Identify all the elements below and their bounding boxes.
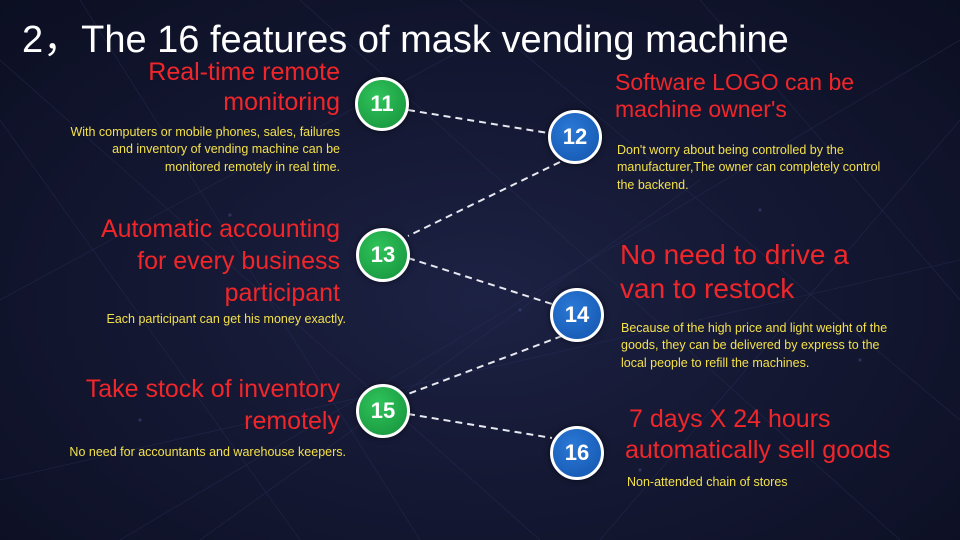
feature-12-badge: 12 (548, 110, 602, 164)
feature-15-description: No need for accountants and warehouse ke… (69, 444, 346, 461)
feature-14-heading-line: No need to drive a (620, 239, 849, 270)
feature-14-description-line: Because of the high price and light weig… (621, 321, 888, 335)
feature-16-description: Non-attended chain of stores (627, 474, 788, 491)
feature-14-heading-line: van to restock (620, 272, 795, 304)
feature-15-badge: 15 (356, 384, 410, 438)
feature-14-heading: No need to drive a van to restock (620, 238, 849, 305)
feature-11-badge: 11 (355, 77, 409, 131)
feature-15-description-line: No need for accountants and warehouse ke… (69, 445, 346, 459)
feature-13-heading-line: for every business (137, 246, 340, 275)
feature-12-heading-line: Software LOGO can be (615, 69, 855, 95)
feature-13-description: Each participant can get his money exact… (107, 311, 346, 328)
feature-14-description-line: goods, they can be delivered by express … (621, 338, 880, 353)
feature-12-heading-line: machine owner's (615, 96, 787, 123)
feature-14-description-line: local people to refill the machines. (621, 355, 810, 370)
feature-13-heading-line: Automatic accounting (100, 215, 340, 243)
feature-11-description-line: monitored remotely in real time. (164, 159, 340, 174)
feature-13-heading-line: participant (224, 278, 340, 307)
feature-12-heading: Software LOGO can be machine owner's (615, 69, 854, 123)
feature-16-badge: 16 (550, 426, 604, 480)
feature-13-description-line: Each participant can get his money exact… (106, 312, 346, 326)
feature-12-description: Don't worry about being controlled by th… (617, 142, 880, 194)
feature-15-heading-line: remotely (244, 406, 340, 435)
feature-13-heading: Automatic accounting for every business … (101, 214, 340, 309)
feature-11-heading: Real-time remote monitoring (148, 58, 340, 117)
feature-14-badge: 14 (550, 288, 604, 342)
feature-12-description-line: manufacturer,The owner can completely co… (617, 160, 881, 175)
feature-11-heading-line: monitoring (223, 87, 340, 116)
feature-11-description-line: With computers or mobile phones, sales, … (70, 125, 340, 139)
feature-11-description: With computers or mobile phones, sales, … (70, 124, 340, 176)
feature-15-heading: Take stock of inventory remotely (86, 374, 340, 438)
feature-12-description-line: Don't worry about being controlled by th… (617, 143, 844, 157)
feature-16-heading-line: 7 days X 24 hours (629, 405, 831, 433)
feature-12-description-line: the backend. (617, 177, 689, 192)
page-title: 2，The 16 features of mask vending machin… (22, 19, 789, 61)
feature-13-badge: 13 (356, 228, 410, 282)
feature-11-heading-line: Real-time remote (148, 58, 340, 86)
feature-16-description-line: Non-attended chain of stores (627, 475, 788, 489)
feature-15-heading-line: Take stock of inventory (85, 375, 340, 403)
feature-14-description: Because of the high price and light weig… (621, 320, 887, 372)
feature-16-heading-line: automatically sell goods (625, 436, 891, 464)
feature-11-description-line: and inventory of vending machine can be (112, 142, 340, 157)
feature-16-heading: 7 days X 24 hours automatically sell goo… (625, 404, 890, 466)
